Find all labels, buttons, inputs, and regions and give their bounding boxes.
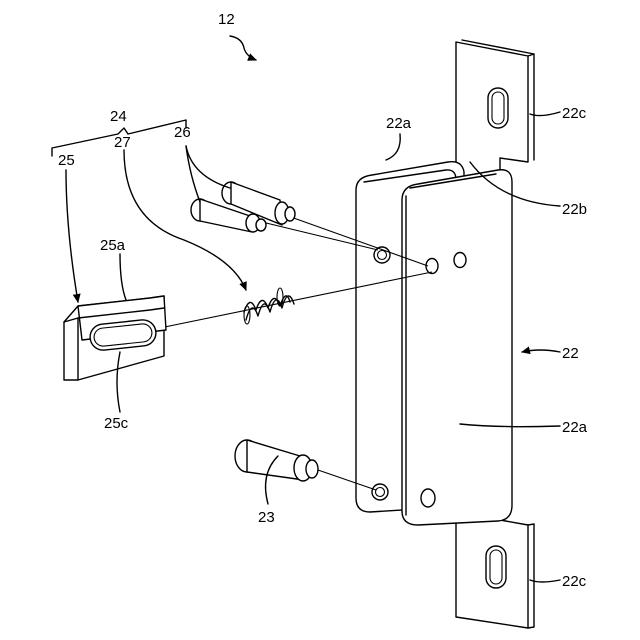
label-27: 27 xyxy=(114,134,131,151)
label-26: 26 xyxy=(174,124,191,141)
label-22c-bottom: 22c xyxy=(562,573,587,590)
label-23: 23 xyxy=(258,509,275,526)
label-25c: 25c xyxy=(104,415,129,432)
label-22a-mid: 22a xyxy=(562,419,588,436)
plate-22a-front xyxy=(402,170,512,525)
spring-27 xyxy=(244,288,294,324)
pin-23 xyxy=(235,440,318,481)
label-12: 12 xyxy=(218,11,235,28)
label-22c-top: 22c xyxy=(562,105,587,122)
block-25 xyxy=(64,296,166,380)
label-25a: 25a xyxy=(100,237,126,254)
label-24: 24 xyxy=(110,108,127,125)
label-22a-top: 22a xyxy=(386,115,412,132)
label-25: 25 xyxy=(58,152,75,169)
label-22b: 22b xyxy=(562,201,587,218)
label-22: 22 xyxy=(562,345,579,362)
